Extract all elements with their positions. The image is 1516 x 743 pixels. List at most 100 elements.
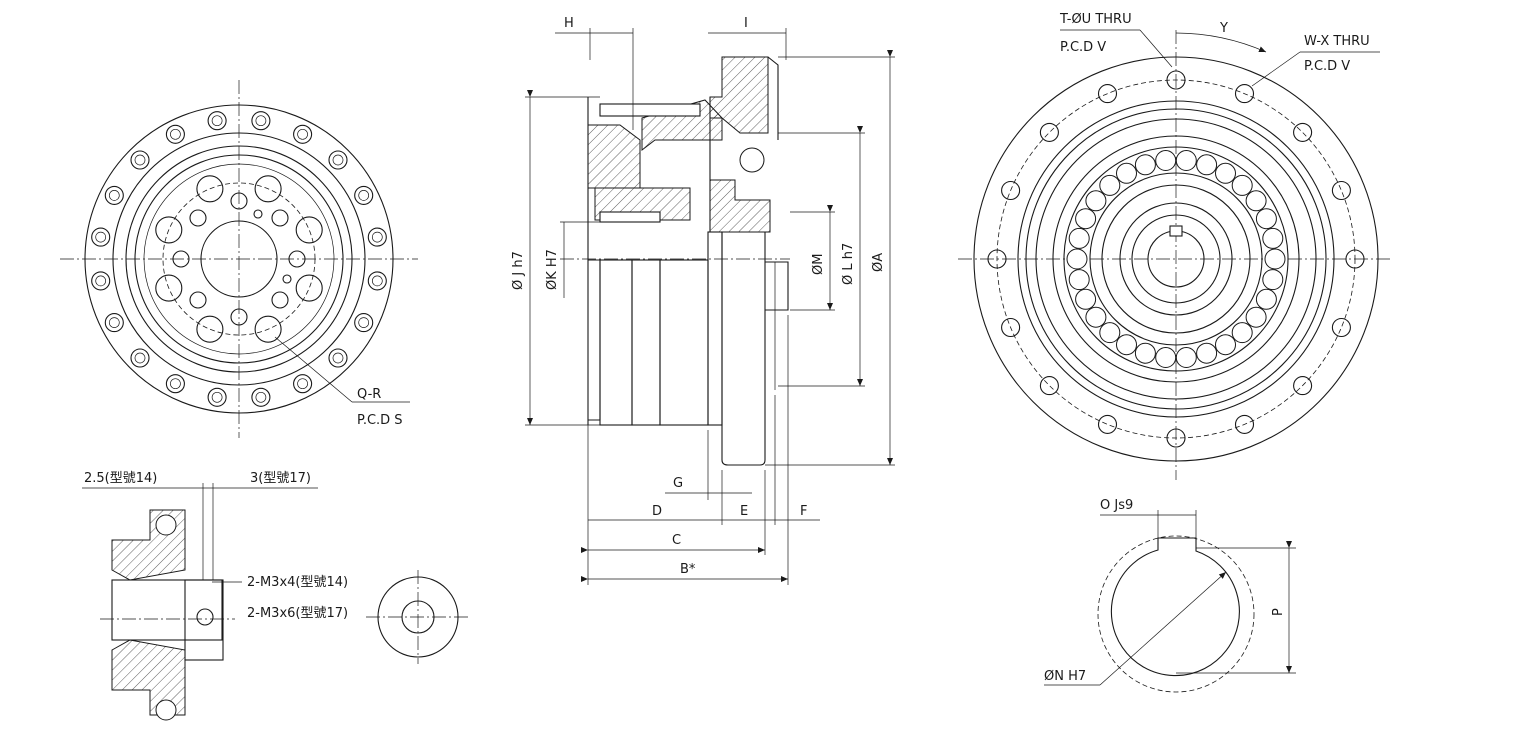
- bolt-hole: [328, 348, 348, 368]
- roller: [1116, 334, 1137, 356]
- tapped-hole: [155, 216, 183, 244]
- through-hole: [987, 249, 1007, 269]
- roller: [1155, 150, 1177, 171]
- m3x4-label: 2-M3x4(型號14): [247, 575, 348, 590]
- tapped-hole: [254, 315, 282, 343]
- roller: [1196, 342, 1218, 364]
- bolt-hole-inner: [95, 231, 107, 243]
- roller: [1155, 347, 1177, 368]
- roller: [1262, 269, 1284, 291]
- size14-offset-label: 2.5(型號14): [84, 471, 157, 486]
- bolt-hole: [91, 227, 111, 247]
- bolt-hole: [104, 185, 124, 205]
- bolt-hole-inner: [297, 128, 308, 140]
- through-hole: [1097, 414, 1118, 434]
- bolt-hole-inner: [332, 352, 344, 364]
- bolt-hole: [130, 348, 150, 368]
- bolt-hole: [367, 271, 387, 291]
- roller: [1231, 322, 1253, 344]
- tapped-hole: [295, 216, 323, 244]
- through-hole: [1331, 180, 1351, 201]
- dim-c-label: C: [672, 533, 681, 548]
- bolt-hole-inner: [358, 190, 370, 201]
- keyway-detail: O Js9 P ØN H7: [1044, 498, 1296, 693]
- bolt-hole: [104, 313, 124, 333]
- roller: [1262, 227, 1284, 249]
- bolt-hole-inner: [211, 115, 223, 127]
- roller: [1245, 306, 1267, 328]
- bolt-hole: [207, 111, 227, 131]
- bolt-hole: [165, 374, 185, 394]
- small-hole: [189, 209, 207, 227]
- p-label: P: [1271, 608, 1286, 616]
- bolt-hole: [367, 227, 387, 247]
- through-hole: [1293, 376, 1313, 396]
- inner-tapped-holes: [155, 175, 323, 343]
- roller: [1066, 248, 1088, 270]
- small-hole: [271, 209, 289, 227]
- dim-d-label: D: [652, 504, 662, 519]
- outer-bolt-holes: [91, 111, 387, 407]
- small-hole: [189, 291, 207, 309]
- bolt-hole-inner: [108, 190, 120, 201]
- bolt-hole-inner: [170, 128, 181, 140]
- through-hole: [1293, 122, 1313, 142]
- through-hole: [1039, 376, 1059, 396]
- pcd-v-label-1: P.C.D V: [1060, 40, 1106, 55]
- bolt-hole-inner: [170, 378, 181, 390]
- dim-g-label: G: [673, 476, 683, 491]
- through-hole: [1001, 180, 1021, 201]
- roller: [1134, 342, 1156, 364]
- o-js9-label: O Js9: [1100, 498, 1133, 513]
- bolt-hole: [354, 185, 374, 205]
- bolt-hole-inner: [358, 317, 370, 328]
- roller: [1264, 248, 1286, 270]
- m3x6-label: 2-M3x6(型號17): [247, 606, 348, 621]
- bolt-hole: [91, 271, 111, 291]
- q-r-label: Q-R: [357, 387, 381, 402]
- roller: [1245, 190, 1267, 212]
- bolt-hole: [130, 150, 150, 170]
- through-hole: [1001, 317, 1021, 338]
- roller: [1085, 190, 1107, 212]
- bolt-hole-inner: [134, 352, 146, 364]
- through-hole: [1097, 84, 1118, 104]
- bolt-hole: [251, 111, 271, 131]
- bolt-hole: [165, 124, 185, 144]
- through-hole: [1345, 249, 1365, 269]
- phi-a-label: ØA: [871, 253, 886, 272]
- dim-e-label: E: [740, 504, 748, 519]
- small-hole: [271, 291, 289, 309]
- pcd-v-label-2: P.C.D V: [1304, 59, 1350, 74]
- dim-b-label: B*: [680, 562, 696, 577]
- small-hole: [288, 250, 306, 268]
- bolt-hole-inner: [371, 231, 383, 243]
- roller: [1085, 306, 1107, 328]
- bolt-hole: [328, 150, 348, 170]
- tapped-hole: [254, 175, 282, 203]
- roller-ring: [1066, 150, 1286, 368]
- bolt-hole: [251, 387, 271, 407]
- roller: [1231, 174, 1253, 196]
- phi-j-label: Ø J h7: [511, 251, 526, 290]
- small-hole: [172, 250, 190, 268]
- bolt-hole-inner: [255, 391, 267, 403]
- rear-bolt-holes: [987, 70, 1365, 448]
- through-hole: [1166, 428, 1186, 448]
- rear-view-right: T-ØU THRU P.C.D V Y W-X THRU P.C.D V: [958, 12, 1392, 480]
- bolt-hole-inner: [371, 275, 383, 287]
- bolt-hole: [293, 124, 313, 144]
- roller: [1068, 227, 1090, 249]
- bolt-hole-inner: [332, 154, 344, 166]
- detail-section-view: 2.5(型號14) 3(型號17) 2-M3x4(型號14) 2-M3x6(型號…: [82, 471, 470, 721]
- phi-n-label: ØN H7: [1044, 669, 1086, 684]
- tapped-hole: [196, 175, 224, 203]
- roller: [1116, 162, 1137, 184]
- through-hole: [1331, 317, 1351, 338]
- bolt-hole-inner: [95, 275, 107, 287]
- dim-h-label: H: [564, 16, 574, 31]
- roller: [1175, 347, 1197, 368]
- through-hole: [1039, 122, 1059, 142]
- phi-l-label: Ø L h7: [841, 243, 856, 285]
